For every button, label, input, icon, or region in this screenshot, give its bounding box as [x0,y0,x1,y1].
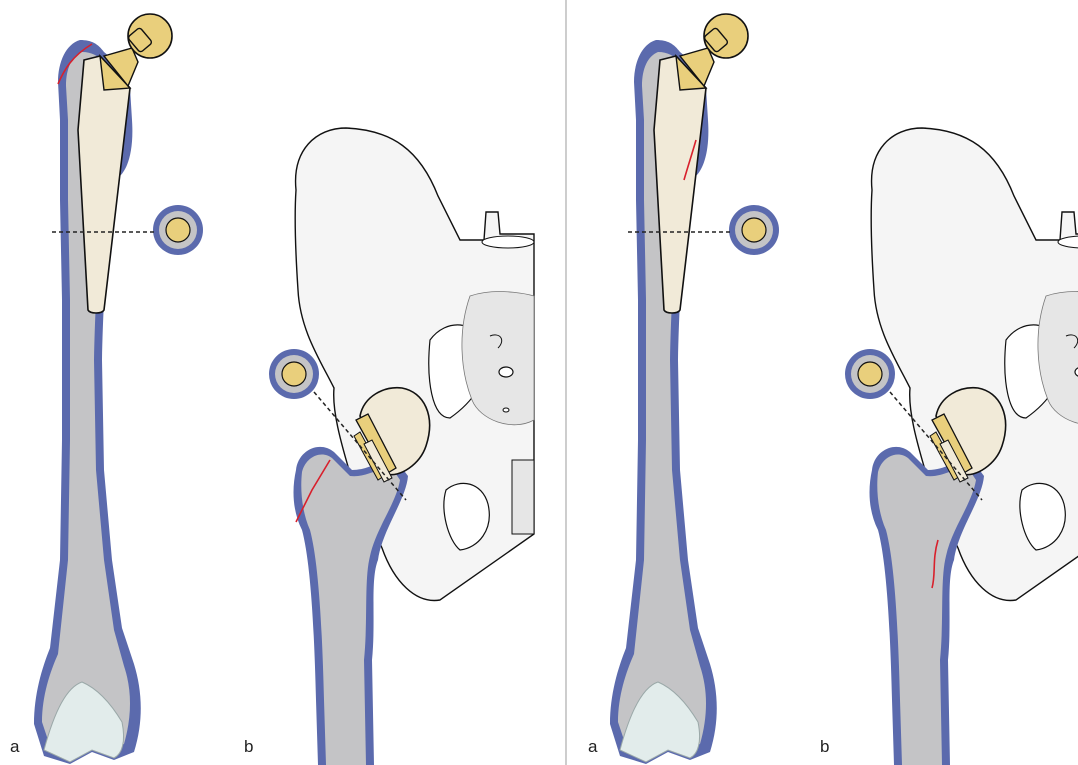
hip-joint-b [845,128,1078,765]
panel-label-b: b [244,737,253,756]
right-panel: a b [588,14,1078,765]
panel-label-b: b [820,737,829,756]
left-panel: a b [10,14,534,765]
panel-label-a: a [10,737,20,756]
femur-with-stem-a [610,14,779,764]
panel-label-a: a [588,737,598,756]
femur-with-stem-a [34,14,203,764]
hip-joint-b [269,128,534,765]
